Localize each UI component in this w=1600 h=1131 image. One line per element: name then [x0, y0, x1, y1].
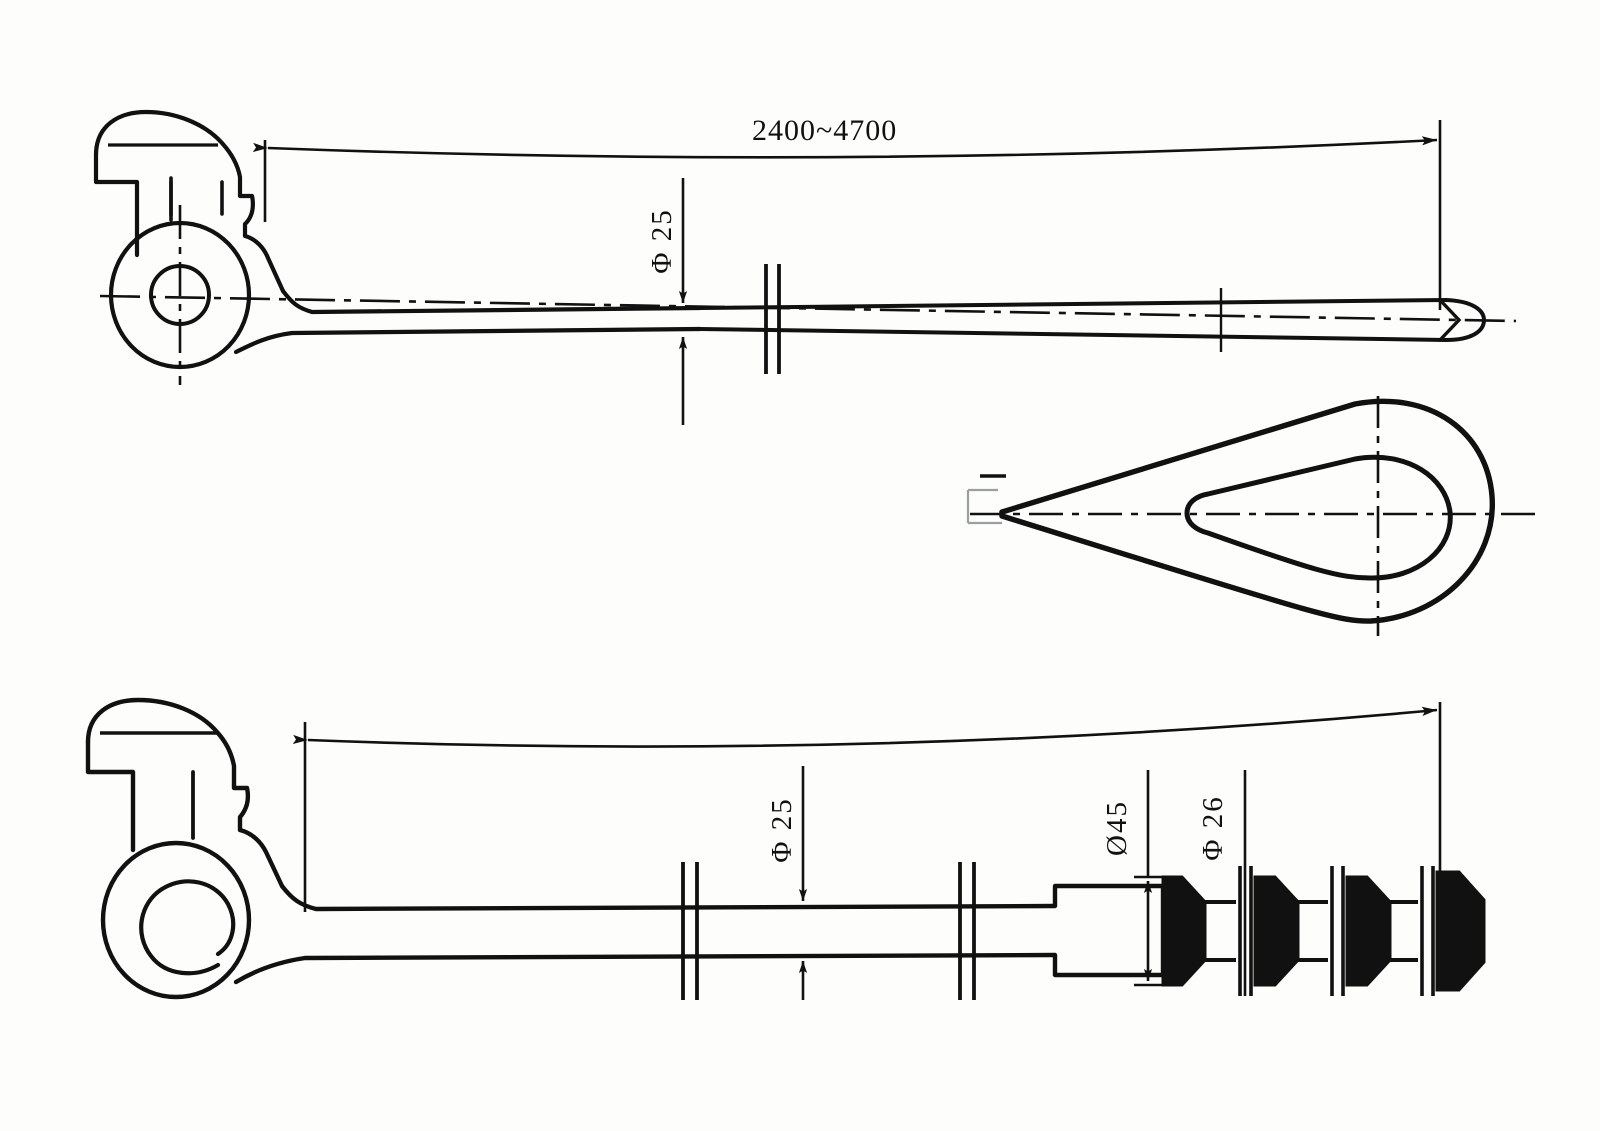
upper-horizontal-centerline	[99, 294, 1517, 323]
shed-2-neck	[1298, 900, 1328, 962]
rod-diameter-label-lower: Φ 25	[766, 797, 798, 862]
rod-diameter-label-upper: Φ 25	[646, 208, 678, 273]
thimble-detail-view	[966, 396, 1536, 636]
shed-2	[1253, 875, 1300, 987]
upper-head-socket-outline	[93, 109, 286, 294]
shed-diameter-label: Ø45	[1101, 800, 1133, 856]
shed-3	[1345, 875, 1392, 987]
lower-eye-spiral	[139, 879, 236, 976]
lower-overall-length-dimension	[292, 702, 1442, 912]
upper-head-lower-return	[93, 152, 140, 258]
shed-1-split-lines	[1238, 866, 1253, 996]
shed-2-split-lines	[1330, 866, 1345, 996]
shed-1-neck	[1205, 900, 1236, 962]
thimble-outer-outline	[999, 398, 1495, 624]
neck-diameter-label: Φ 26	[1197, 795, 1229, 860]
lower-assembly-view: Φ 25 Ø45 Φ 26	[85, 697, 1486, 1000]
thimble-left-stub	[966, 488, 1002, 525]
lower-eye-ring-outer	[100, 840, 252, 1000]
shed-3-split-lines	[1420, 866, 1435, 996]
upper-rod-bottom-edge	[699, 327, 1447, 342]
shed-diameter-dimension	[1134, 770, 1172, 987]
upper-shank-top-blend	[280, 288, 703, 315]
lower-head-lower-return	[85, 739, 136, 853]
upper-shank-bottom-blend	[233, 326, 703, 355]
shed-3-neck	[1390, 900, 1418, 962]
thimble-inner-outline	[1184, 454, 1453, 581]
lower-shank-top-blend	[279, 883, 1058, 912]
lower-rod-break-marks-2	[958, 862, 976, 1000]
shed-1	[1161, 875, 1207, 987]
lower-shank-bottom-blend	[233, 952, 1058, 985]
overall-length-dim-line	[252, 136, 1438, 159]
shed-4	[1435, 870, 1486, 992]
upper-rod-end-chamfer	[1438, 298, 1462, 342]
overall-length-label: 2400~4700	[752, 114, 897, 147]
lower-head-socket-outline	[85, 697, 285, 889]
lower-rod-break-marks-1	[681, 862, 699, 1000]
upper-assembly-view: 2400~4700 Φ 25	[93, 109, 1517, 425]
upper-rod-break-marks	[764, 264, 781, 374]
overall-length-dimension	[252, 120, 1442, 310]
lower-length-dim-line	[292, 706, 1438, 748]
upper-rod-top-edge	[699, 298, 1447, 310]
